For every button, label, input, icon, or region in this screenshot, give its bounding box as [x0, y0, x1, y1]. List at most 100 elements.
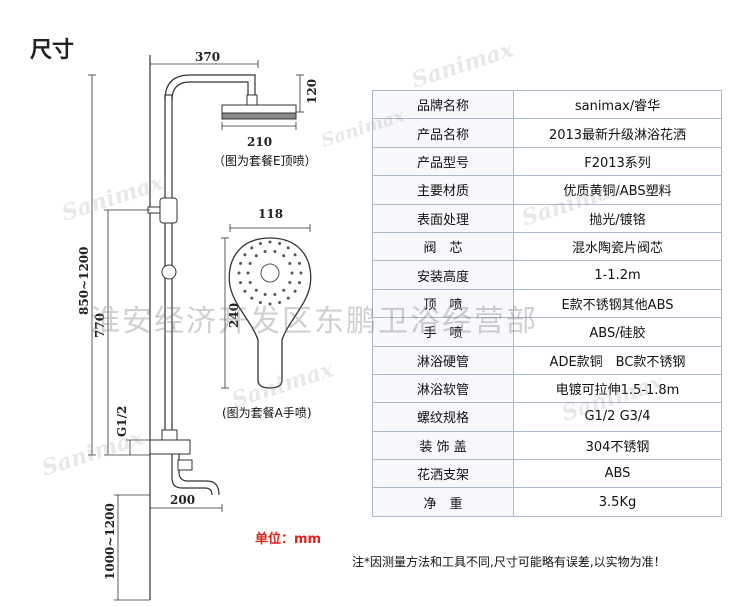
spec-value: F2013系列	[513, 146, 722, 177]
spec-label: 品牌名称	[372, 89, 514, 120]
spec-label: 主要材质	[372, 175, 514, 205]
nozzle-dot	[288, 261, 292, 265]
spec-label: 表面处理	[372, 203, 514, 233]
spec-label: 顶 喷	[372, 288, 514, 319]
nozzle-dot	[258, 300, 262, 304]
spout	[171, 454, 213, 496]
hand-holder	[161, 264, 177, 280]
spec-label: 净 重	[372, 487, 514, 517]
spec-row: 主要材质优质黄铜/ABS塑料	[372, 175, 722, 205]
nozzle-dot	[248, 261, 252, 265]
spec-label: 产品名称	[372, 118, 514, 148]
nozzle-dot	[290, 271, 294, 275]
nozzle-dot	[278, 242, 282, 246]
nozzle-dot	[273, 292, 277, 296]
page-title: 尺寸	[30, 38, 75, 63]
nozzle-dot	[268, 302, 272, 306]
caption-hand-shower: (图为套餐A手喷)	[222, 406, 312, 420]
nozzle-dot	[286, 246, 290, 250]
dim-thread: G1/2	[115, 406, 129, 437]
spec-value: 优质黄铜/ABS塑料	[513, 175, 722, 205]
spec-value: ABS/硅胶	[513, 317, 722, 347]
spec-value: 1-1.2m	[513, 260, 722, 290]
spec-value: 3.5Kg	[513, 487, 722, 517]
slider-bracket	[159, 197, 178, 224]
shower-head-face	[221, 112, 297, 120]
spec-label: 淋浴软管	[372, 373, 514, 404]
nozzle-dot	[297, 281, 301, 285]
spec-label: 花洒支架	[372, 459, 514, 489]
spec-label: 螺纹规格	[372, 402, 514, 432]
spec-value: G1/2 G3/4	[513, 402, 722, 432]
spec-value: 抛光/镀铬	[513, 203, 722, 233]
nozzle-dot	[286, 296, 290, 300]
nozzle-dot	[243, 253, 247, 257]
spec-label: 淋浴硬管	[372, 345, 514, 375]
nozzle-dot	[263, 250, 267, 254]
nozzle-dot	[278, 300, 282, 304]
nozzle-dot	[254, 288, 258, 292]
nozzle-dot	[239, 261, 243, 265]
spec-row: 表面处理抛光/镀铬	[372, 203, 722, 233]
spec-row: 淋浴软管电镀可拉伸1.5-1.8m	[372, 373, 722, 404]
dim-bar-height: 770	[93, 313, 107, 338]
spec-value: 304不锈钢	[513, 430, 722, 461]
dim-spout-reach: 200	[170, 493, 195, 507]
spec-value: 电镀可拉伸1.5-1.8m	[513, 373, 722, 404]
nozzle-dot	[243, 289, 247, 293]
nozzle-dot	[246, 271, 250, 275]
dim-head-height: 120	[305, 79, 319, 104]
nozzle-dot	[239, 281, 243, 285]
hand-shower	[228, 237, 312, 389]
nozzle-dot	[282, 254, 286, 258]
nozzle-dot	[299, 271, 303, 275]
mixer-valve	[149, 439, 191, 455]
spec-value: 混水陶瓷片阀芯	[513, 231, 722, 262]
spec-value: E款不锈钢其他ABS	[513, 288, 722, 319]
dim-install-height: 850~1200	[77, 246, 91, 315]
nozzle-dot	[268, 240, 272, 244]
nozzle-dot	[293, 289, 297, 293]
nozzle-dot	[293, 253, 297, 257]
spec-row: 阀 芯混水陶瓷片阀芯	[372, 231, 722, 262]
dim-hand-width: 118	[258, 207, 283, 221]
top-arm	[164, 74, 256, 101]
nozzle-dot	[273, 250, 277, 254]
unit-label: 单位：mm	[255, 532, 322, 547]
head-connector	[246, 94, 258, 106]
nozzle-dot	[237, 271, 241, 275]
nozzle-dot	[282, 288, 286, 292]
spec-label: 产品型号	[372, 146, 514, 177]
spec-label: 手 喷	[372, 317, 514, 347]
nozzle-dot	[248, 281, 252, 285]
disclaimer-note: 注*因测量方法和工具不同,尺寸可能略有误差,以实物为准！	[352, 555, 666, 569]
shower-head-body	[221, 104, 297, 114]
caption-top-shower: （图为套餐E顶喷）	[213, 154, 317, 168]
spec-value: sanimax/睿华	[513, 89, 722, 120]
nozzle-dot	[263, 292, 267, 296]
spec-value: ADE款铜 BC款不锈钢	[513, 345, 722, 375]
nozzle-dot	[250, 246, 254, 250]
nozzle-dot	[288, 281, 292, 285]
spec-value: ABS	[513, 459, 722, 489]
spec-label: 装 饰 盖	[372, 430, 514, 461]
dim-hand-length: 240	[227, 303, 241, 328]
dim-head-width: 210	[247, 135, 272, 149]
spec-value: 2013最新升级淋浴花洒	[513, 118, 722, 148]
nozzle-dot	[258, 242, 262, 246]
nozzle-dot	[297, 261, 301, 265]
dim-spout-height: 1000~1200	[103, 503, 117, 580]
nozzle-dot	[254, 254, 258, 258]
